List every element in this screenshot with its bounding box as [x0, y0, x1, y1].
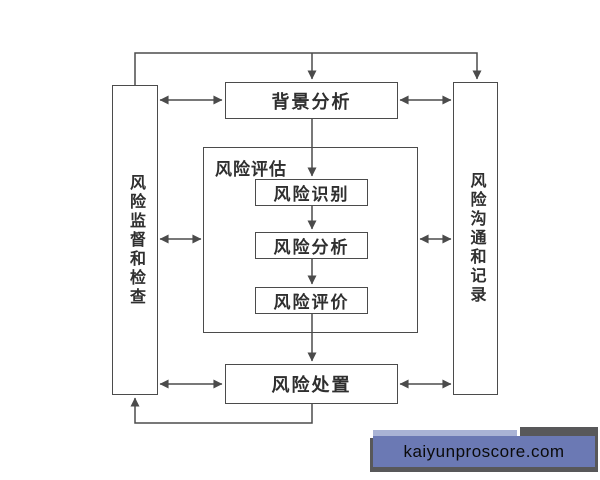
group-risk-assessment-label: 风险评估	[215, 160, 287, 179]
node-risk-evaluation: 风险评价	[255, 287, 368, 314]
node-risk-analysis: 风险分析	[255, 232, 368, 259]
node-risk-communication: 风险沟通和记录	[453, 82, 498, 395]
node-risk-treatment: 风险处置	[225, 364, 398, 404]
node-risk-identification: 风险识别	[255, 179, 368, 206]
connector-top-loop	[134, 52, 482, 85]
connector-bottom-loop	[130, 397, 313, 424]
watermark-highlight-strip	[373, 430, 517, 438]
watermark-text: kaiyunproscore.com	[373, 436, 595, 467]
node-risk-supervision: 风险监督和检查	[112, 85, 158, 395]
group-risk-assessment: 风险评估	[203, 147, 418, 333]
node-background-analysis: 背景分析	[225, 82, 398, 119]
